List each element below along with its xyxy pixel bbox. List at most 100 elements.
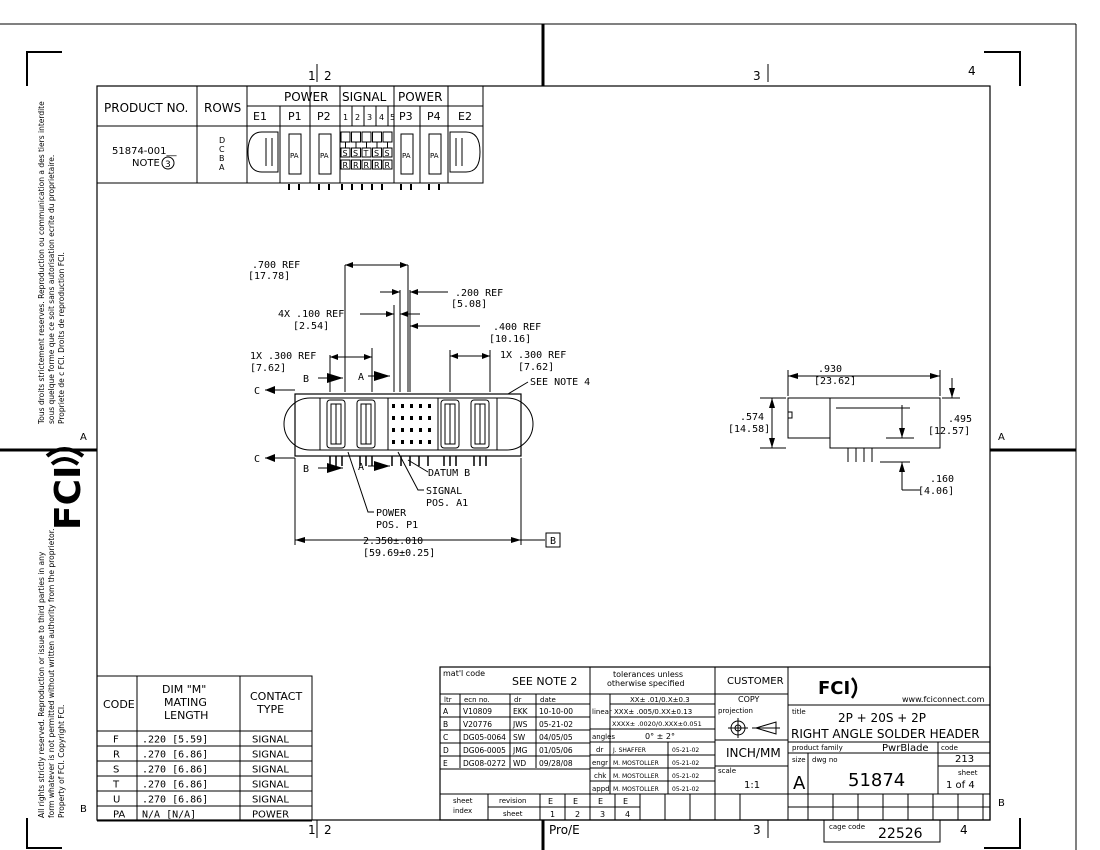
signal-pin	[392, 428, 395, 432]
code-cell: PA	[113, 810, 125, 821]
product-family: PwrBlade	[882, 743, 929, 754]
code-cell: S	[113, 765, 119, 776]
col-header: P1	[288, 110, 302, 123]
side-notice-fr: Tous droits strictement reserves. Reprod…	[37, 101, 66, 425]
tol-engr: engr	[592, 759, 608, 767]
rev-cell: C	[443, 733, 448, 742]
index-sheet: 2	[575, 810, 580, 819]
sheet-index-label: sheet	[453, 797, 473, 805]
signal-pin	[401, 404, 404, 408]
index-sheet: 3	[600, 810, 605, 819]
signal-pin	[410, 440, 413, 444]
zone-label: 3	[753, 69, 761, 83]
dim-overall-mm: [59.69±0.25]	[363, 548, 435, 559]
signal-pin-field	[387, 398, 439, 450]
dim-cell: N/A [N/A]	[142, 810, 196, 821]
dim-574-mm: [14.58]	[728, 424, 770, 435]
note-balloon: 3	[165, 160, 171, 170]
signal-pin	[428, 440, 431, 444]
signal-cell	[351, 147, 361, 158]
rev-cell: D	[443, 746, 449, 755]
signal-pin	[410, 404, 413, 408]
signal-letter: S	[374, 149, 379, 158]
dim-300a: 1X .300 REF	[250, 351, 316, 362]
signer-name: M. MOSTOLLER	[613, 786, 659, 793]
signal-pin	[419, 440, 422, 444]
dim-700-mm: [17.78]	[248, 271, 290, 282]
projection-symbol	[728, 718, 780, 738]
code-label: code	[941, 744, 958, 752]
rev-cell: DG06-0005	[463, 746, 506, 755]
signal-cell	[340, 159, 351, 170]
product-table: PRODUCT NO. ROWS POWER SIGNAL POWER E1 P…	[96, 85, 484, 190]
section-c: C	[254, 386, 260, 397]
svg-text:form whatever is not permitted: form whatever is not permitted without w…	[47, 528, 56, 818]
contact-type-cell: SIGNAL	[252, 735, 289, 746]
product-note: NOTE	[132, 158, 160, 169]
dim-m-header: DIM "M"	[162, 683, 206, 696]
signal-cell	[351, 159, 361, 170]
connector-body	[294, 393, 522, 457]
contact-header: CONTACT	[250, 690, 302, 703]
end-ear-left	[283, 397, 320, 451]
tol-linear: linear	[592, 708, 612, 716]
tol-row: 0° ± 2°	[645, 732, 675, 741]
section-a: A	[358, 462, 364, 473]
zone-label: 4	[960, 823, 968, 837]
rev-header: ltr	[444, 696, 452, 704]
index-rev: E	[573, 797, 578, 806]
size-label: size	[792, 756, 806, 764]
header-rows: ROWS	[204, 101, 241, 115]
power-slots	[326, 399, 490, 449]
header-signal: SIGNAL	[342, 90, 387, 104]
customer-label: CUSTOMER	[727, 676, 784, 687]
signal-cell	[361, 147, 372, 158]
signal-cell	[372, 147, 382, 158]
dim-930: .930	[818, 364, 842, 375]
power-pos-label: POWER	[376, 508, 407, 519]
signal-cell	[361, 159, 372, 170]
row-letter: B	[219, 154, 225, 163]
contact-type-cell: SIGNAL	[252, 750, 289, 761]
index-rev: E	[548, 797, 553, 806]
col-header: P4	[427, 110, 441, 123]
col-header: 2	[355, 113, 360, 122]
svg-text:sous quelque forme que ce soit: sous quelque forme que ce soit sans auto…	[47, 155, 56, 424]
signal-cell	[382, 159, 393, 170]
dim-overall: 2.350±.010	[363, 536, 423, 547]
index-sheet: 4	[625, 810, 630, 819]
tolerances-label: otherwise specified	[607, 679, 685, 688]
side-fci-logo: FCI	[45, 447, 89, 530]
website: www.fciconnect.com	[902, 695, 985, 704]
units-label: INCH/MM	[726, 746, 781, 760]
product-number: 51874-001__	[112, 146, 178, 157]
index-rev: E	[598, 797, 603, 806]
code-header: CODE	[103, 698, 135, 711]
row-letter: C	[219, 145, 225, 154]
signal-pos-label2: POS. A1	[426, 498, 468, 509]
index-rev: E	[623, 797, 628, 806]
dim-495: .495	[948, 414, 972, 425]
corner-mark-br	[984, 818, 1021, 849]
col-header: 1	[343, 113, 348, 122]
dim-400: .400 REF	[493, 322, 541, 333]
cad-label: Pro/E	[549, 823, 580, 837]
rev-cell: 01/05/06	[539, 746, 573, 755]
sheet2-label: sheet	[503, 810, 523, 818]
dim-cell: .270 [6.86]	[142, 750, 208, 761]
zone-label: B	[80, 804, 87, 815]
rev-cell: A	[443, 707, 449, 716]
col-header: P3	[399, 110, 413, 123]
signer-date: 05-21-02	[672, 773, 699, 780]
section-c: C	[254, 454, 260, 465]
code-cell: T	[112, 780, 120, 791]
dim-700: .700 REF	[252, 260, 300, 271]
signal-cell	[372, 159, 382, 170]
scale-value: 1:1	[744, 780, 760, 791]
tol-chk: chk	[594, 772, 607, 780]
code-cell: R	[113, 750, 120, 761]
sheet-value: 1 of 4	[946, 780, 975, 791]
